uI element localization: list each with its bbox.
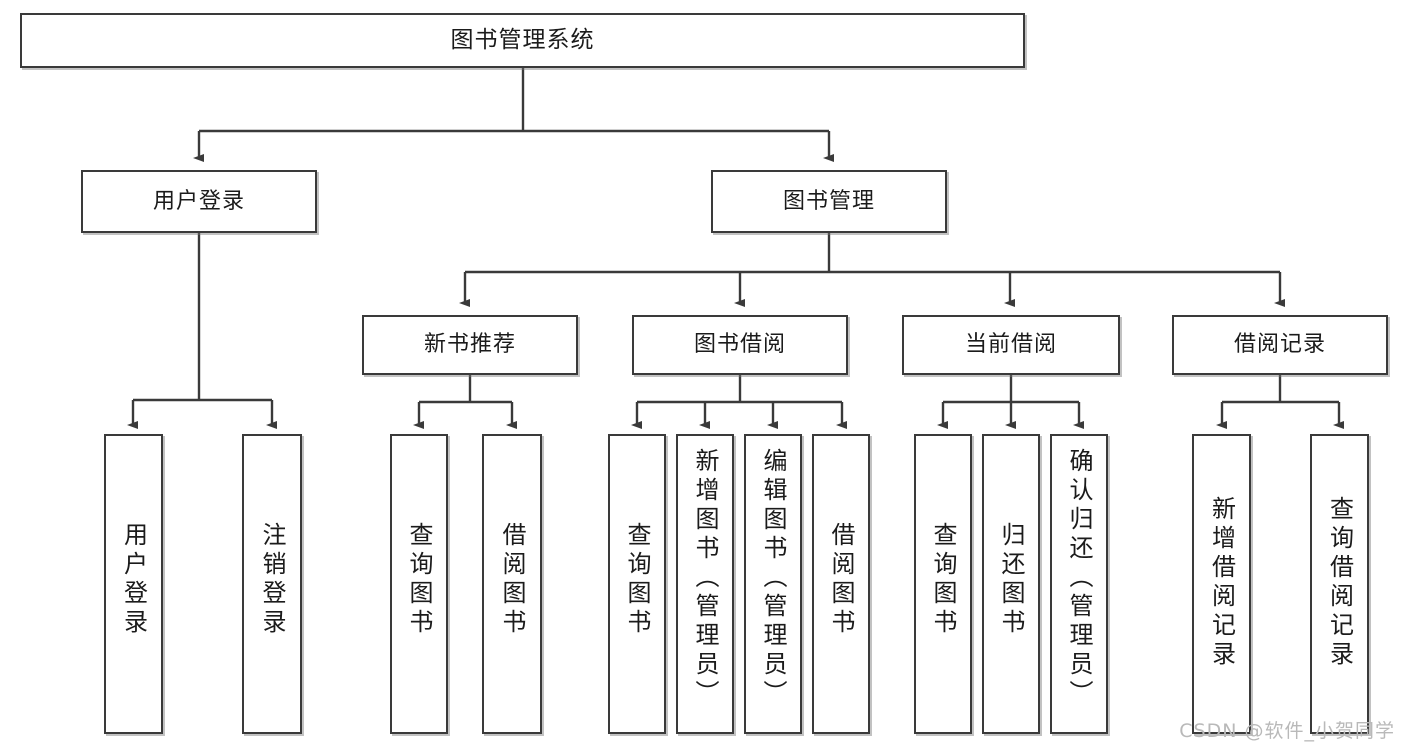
node-leaf-edit-book[interactable]: 编辑图书（管理员） [744,434,802,734]
node-book-manage[interactable]: 图书管理 [711,170,947,233]
node-borrow-record-label: 借阅记录 [1233,332,1326,358]
node-leaf-confirm-return-label: 确认归还（管理员） [1065,448,1093,709]
node-leaf-user-logout-label: 注销登录 [258,522,286,638]
node-leaf-edit-book-label: 编辑图书（管理员） [759,448,787,709]
node-new-book-rec[interactable]: 新书推荐 [362,315,578,375]
node-user-login[interactable]: 用户登录 [81,170,317,233]
node-leaf-user-login-label: 用户登录 [119,522,148,638]
node-leaf-return-book[interactable]: 归还图书 [982,434,1040,734]
node-leaf-query-book-1-label: 查询图书 [405,522,433,638]
node-leaf-query-book-3-label: 查询图书 [929,522,957,638]
node-leaf-query-book-2-label: 查询图书 [623,522,651,638]
node-leaf-add-record-label: 新增借阅记录 [1207,496,1236,670]
node-book-manage-label: 图书管理 [782,188,875,214]
node-leaf-add-book[interactable]: 新增图书（管理员） [676,434,734,734]
node-leaf-confirm-return[interactable]: 确认归还（管理员） [1050,434,1108,734]
node-leaf-return-book-label: 归还图书 [997,522,1025,638]
node-current-borrow-label: 当前借阅 [964,332,1057,358]
node-leaf-borrow-book-1-label: 借阅图书 [498,522,526,638]
csdn-watermark: CSDN @软件_小贺同学 [1179,720,1395,742]
node-borrow-record[interactable]: 借阅记录 [1172,315,1388,375]
node-leaf-query-record-label: 查询借阅记录 [1325,496,1354,670]
node-root[interactable]: 图书管理系统 [20,13,1025,68]
node-book-borrow-label: 图书借阅 [693,332,786,358]
node-leaf-borrow-book-1[interactable]: 借阅图书 [482,434,542,734]
node-leaf-query-book-2[interactable]: 查询图书 [608,434,666,734]
node-leaf-add-book-label: 新增图书（管理员） [691,448,719,709]
node-leaf-user-logout[interactable]: 注销登录 [242,434,302,734]
node-book-borrow[interactable]: 图书借阅 [632,315,848,375]
node-root-label: 图书管理系统 [450,27,595,54]
node-leaf-add-record[interactable]: 新增借阅记录 [1192,434,1251,734]
node-user-login-label: 用户登录 [152,188,245,214]
node-new-book-rec-label: 新书推荐 [423,332,516,358]
node-leaf-borrow-book-2[interactable]: 借阅图书 [812,434,870,734]
node-leaf-query-book-1[interactable]: 查询图书 [390,434,448,734]
node-leaf-query-record[interactable]: 查询借阅记录 [1310,434,1369,734]
node-leaf-query-book-3[interactable]: 查询图书 [914,434,972,734]
node-current-borrow[interactable]: 当前借阅 [902,315,1120,375]
node-leaf-user-login[interactable]: 用户登录 [104,434,163,734]
node-leaf-borrow-book-2-label: 借阅图书 [827,522,855,638]
